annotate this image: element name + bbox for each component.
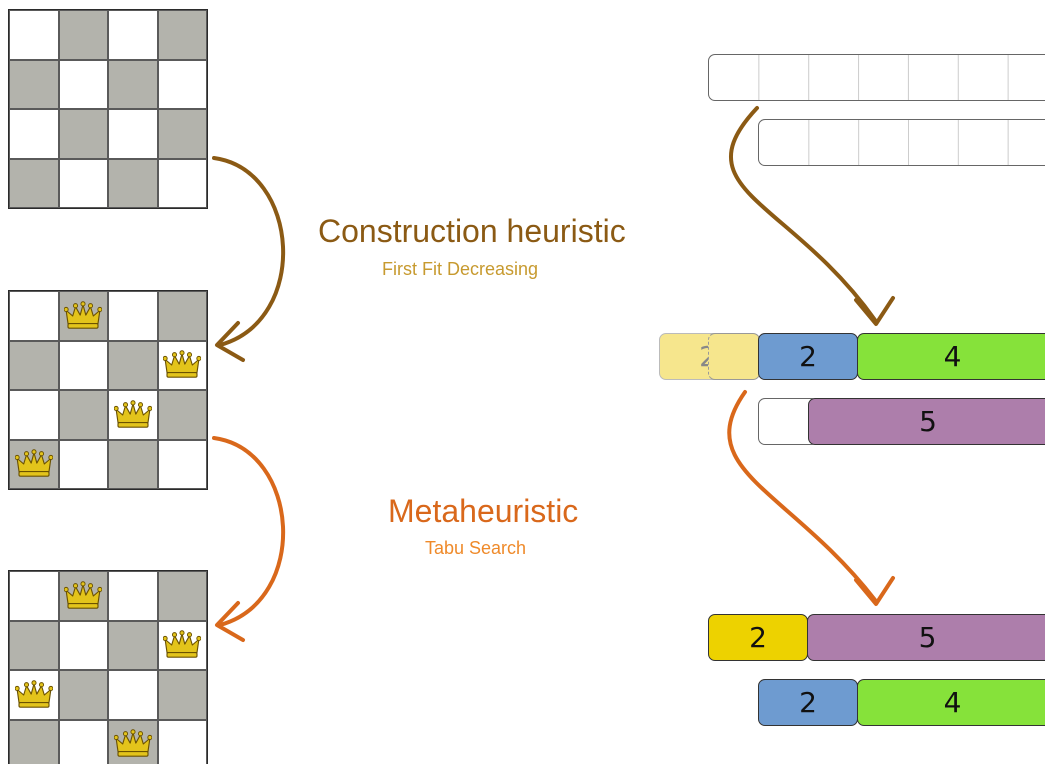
board-square bbox=[9, 439, 59, 489]
queen-icon bbox=[113, 729, 153, 759]
board-square bbox=[9, 291, 59, 341]
board-square bbox=[108, 340, 158, 390]
board-square bbox=[157, 291, 207, 341]
metaheuristic-arrowhead-right-icon bbox=[854, 576, 895, 606]
empty-bin-1 bbox=[708, 54, 1045, 101]
queen-icon bbox=[63, 581, 103, 611]
blue-size-2-item: 2 bbox=[758, 333, 858, 380]
board-square bbox=[58, 390, 108, 440]
board-square bbox=[58, 59, 108, 109]
board-square bbox=[58, 670, 108, 720]
board-square bbox=[9, 10, 59, 60]
yellow-item-label: 2 bbox=[749, 621, 767, 654]
optimized-chessboard bbox=[8, 570, 208, 764]
board-square bbox=[58, 571, 108, 621]
board-square bbox=[58, 10, 108, 60]
constructed-chessboard bbox=[8, 290, 208, 490]
board-square bbox=[9, 571, 59, 621]
board-square bbox=[9, 340, 59, 390]
metaheuristic-title: Metaheuristic bbox=[388, 493, 579, 529]
purple-item-label: 5 bbox=[919, 405, 937, 438]
board-square bbox=[58, 291, 108, 341]
board-square bbox=[58, 719, 108, 764]
board-square bbox=[157, 340, 207, 390]
board-square bbox=[157, 390, 207, 440]
board-square bbox=[58, 340, 108, 390]
yellow-size-2-item: 2 bbox=[708, 614, 808, 661]
queen-icon bbox=[14, 680, 54, 710]
board-square bbox=[58, 620, 108, 670]
metaheuristic-arrow bbox=[212, 436, 286, 627]
board-square bbox=[157, 719, 207, 764]
board-square bbox=[108, 291, 158, 341]
queen-icon bbox=[63, 301, 103, 331]
empty-chessboard bbox=[8, 9, 208, 209]
green-item-label: 4 bbox=[943, 340, 962, 373]
board-square bbox=[108, 670, 158, 720]
board-square bbox=[9, 719, 59, 764]
board-square bbox=[157, 59, 207, 109]
board-square bbox=[157, 571, 207, 621]
construction-arrowhead-icon bbox=[215, 321, 245, 362]
queen-icon bbox=[162, 350, 202, 380]
board-square bbox=[108, 439, 158, 489]
purple-item-final-label: 5 bbox=[918, 621, 937, 654]
board-square bbox=[157, 439, 207, 489]
board-square bbox=[108, 620, 158, 670]
purple-size-5-item: 5 bbox=[808, 398, 1045, 445]
board-square bbox=[157, 670, 207, 720]
construction-heuristic-title: Construction heuristic bbox=[318, 213, 626, 249]
board-square bbox=[157, 109, 207, 159]
green-size-4-item: 4 bbox=[857, 333, 1045, 380]
board-square bbox=[157, 620, 207, 670]
construction-arrow bbox=[212, 156, 286, 347]
queen-icon bbox=[113, 400, 153, 430]
board-square bbox=[58, 109, 108, 159]
metaheuristic-arrowhead-icon bbox=[215, 601, 245, 642]
board-square bbox=[157, 10, 207, 60]
board-square bbox=[9, 59, 59, 109]
board-square bbox=[9, 109, 59, 159]
board-square bbox=[9, 390, 59, 440]
queen-icon bbox=[162, 630, 202, 660]
blue-item-label: 2 bbox=[799, 340, 817, 373]
blue-size-2-item-final: 2 bbox=[758, 679, 858, 726]
board-square bbox=[108, 571, 158, 621]
board-square bbox=[108, 390, 158, 440]
board-square bbox=[58, 158, 108, 208]
board-square bbox=[108, 158, 158, 208]
construction-arrowhead-right-icon bbox=[854, 296, 895, 326]
board-square bbox=[108, 59, 158, 109]
board-square bbox=[157, 158, 207, 208]
empty-bin-2 bbox=[758, 119, 1045, 166]
board-square bbox=[58, 439, 108, 489]
board-square bbox=[108, 10, 158, 60]
board-square bbox=[108, 719, 158, 764]
green-item-final-label: 4 bbox=[943, 686, 962, 719]
metaheuristic-subtitle: Tabu Search bbox=[425, 538, 527, 558]
board-square bbox=[9, 620, 59, 670]
board-square bbox=[108, 109, 158, 159]
yellow-overlap-item bbox=[708, 333, 760, 380]
board-square bbox=[9, 158, 59, 208]
blue-item-final-label: 2 bbox=[799, 686, 817, 719]
green-size-4-item-final: 4 bbox=[857, 679, 1045, 726]
queen-icon bbox=[14, 449, 54, 479]
purple-size-5-item-final: 5 bbox=[807, 614, 1045, 661]
board-square bbox=[9, 670, 59, 720]
construction-heuristic-subtitle: First Fit Decreasing bbox=[382, 259, 539, 279]
